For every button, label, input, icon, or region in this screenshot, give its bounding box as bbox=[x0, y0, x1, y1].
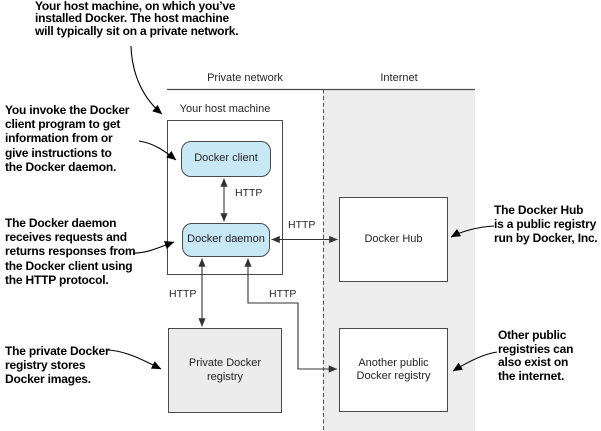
private-network-header: Private network bbox=[207, 72, 283, 84]
http-label-daemon-hub: HTTP bbox=[288, 219, 316, 231]
another-public-registry-label: Another public Docker registry bbox=[356, 356, 431, 383]
docker-hub-label: Docker Hub bbox=[364, 232, 423, 245]
annotation-daemon: The Docker daemon receives requests and … bbox=[5, 216, 136, 287]
internet-header: Internet bbox=[380, 72, 418, 84]
annotation-client: You invoke the Docker client program to … bbox=[5, 103, 130, 174]
docker-daemon-label: Docker daemon bbox=[187, 233, 265, 246]
annotation-arrow-private-registry bbox=[107, 349, 162, 370]
annotation-docker-hub: The Docker Hub is a public registry run … bbox=[494, 203, 598, 246]
another-public-registry-node: Another public Docker registry bbox=[339, 328, 448, 412]
docker-client-label: Docker client bbox=[194, 152, 258, 165]
annotation-other-registries: Other public registries can also exist o… bbox=[498, 328, 574, 383]
docker-hub-node: Docker Hub bbox=[339, 197, 448, 282]
docker-client-node: Docker client bbox=[181, 141, 271, 177]
annotation-private-registry: The private Docker registry stores Docke… bbox=[5, 344, 110, 387]
annotation-arrow-host bbox=[130, 45, 163, 115]
docker-daemon-node: Docker daemon bbox=[182, 223, 270, 257]
annotation-host: Your host machine, on which you’ve insta… bbox=[35, 0, 239, 38]
private-registry-node: Private Docker registry bbox=[168, 328, 282, 413]
http-label-client-daemon: HTTP bbox=[235, 187, 263, 199]
http-label-daemon-private-registry: HTTP bbox=[169, 288, 197, 300]
host-machine-label: Your host machine bbox=[179, 103, 271, 115]
http-label-daemon-another-registry: HTTP bbox=[269, 288, 297, 300]
private-registry-label: Private Docker registry bbox=[188, 357, 262, 383]
